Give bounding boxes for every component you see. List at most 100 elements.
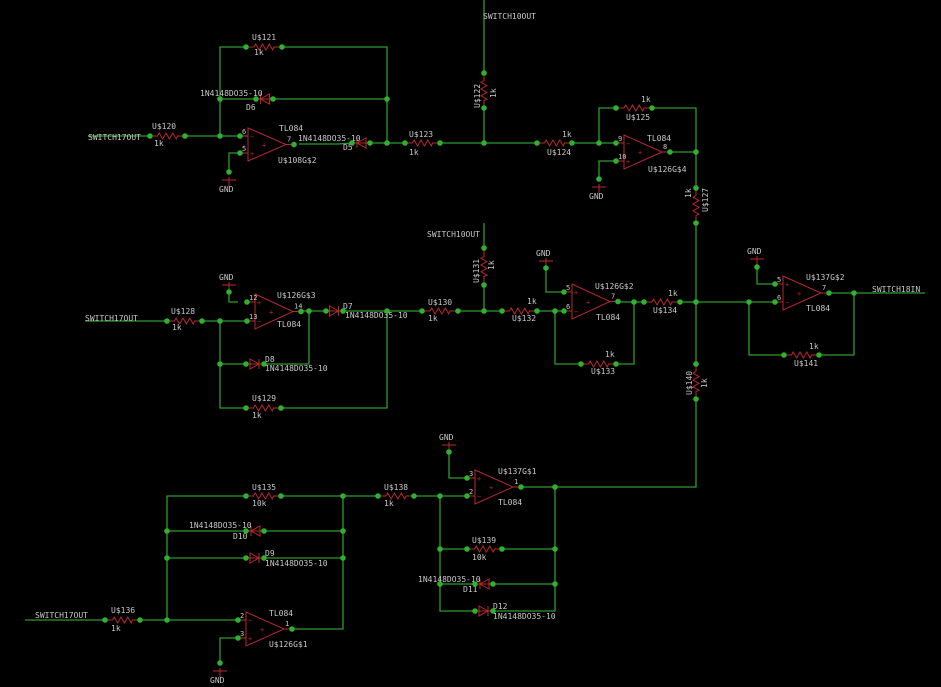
resistor-r135[interactable]	[246, 491, 281, 501]
resistor-value: 1k	[668, 289, 678, 298]
junction-dot	[596, 140, 602, 146]
diode-d10[interactable]	[246, 525, 264, 537]
junction-dot	[437, 493, 443, 499]
resistor-symbol	[537, 138, 572, 148]
resistor-value: 1k	[809, 342, 819, 351]
junction-dot	[455, 308, 461, 314]
wire[interactable]	[264, 311, 310, 365]
resistor-r140[interactable]	[691, 364, 701, 399]
resistor-name: U$138	[384, 483, 408, 492]
wire[interactable]	[652, 107, 697, 152]
opamp-name: U$137G$1	[498, 467, 537, 476]
diode-name: D7	[343, 302, 353, 311]
wire[interactable]	[282, 46, 388, 143]
plus-sign: +	[477, 475, 481, 483]
opamp-part: TL084	[279, 124, 303, 133]
resistor-r121[interactable]	[246, 42, 282, 52]
diode-d5[interactable]	[352, 137, 370, 149]
wire[interactable]	[219, 321, 246, 365]
junction-dot	[693, 299, 699, 305]
pin-number: 1	[285, 620, 289, 628]
wire[interactable]	[439, 584, 475, 612]
diode-part: 1N4148DO35-10	[265, 364, 328, 373]
diode-d12[interactable]	[475, 605, 493, 617]
junction-dot	[217, 133, 223, 139]
wire[interactable]	[493, 487, 556, 612]
wire[interactable]	[439, 496, 467, 550]
resistor-name: U$123	[409, 130, 433, 139]
resistor-r141[interactable]	[784, 350, 819, 360]
opamp-u126g4[interactable]: −++	[616, 134, 670, 170]
resistor-r122[interactable]	[479, 73, 489, 108]
resistor-r139[interactable]	[467, 544, 502, 554]
resistor-r127[interactable]	[691, 188, 701, 223]
resistor-r132[interactable]	[502, 306, 537, 316]
pin-number: 6	[777, 294, 781, 302]
wire[interactable]	[292, 496, 344, 630]
wire[interactable]	[756, 267, 775, 285]
resistor-r131[interactable]	[479, 248, 489, 285]
opamp-u126g1[interactable]: −++	[238, 611, 292, 647]
opamp-u126g3[interactable]: +−+	[247, 293, 301, 330]
resistor-name: U$134	[653, 306, 677, 315]
diode-d8[interactable]	[246, 358, 264, 370]
wire[interactable]	[598, 160, 616, 179]
wire[interactable]	[554, 311, 581, 365]
junction-dot	[349, 140, 355, 146]
plus-sign: +	[574, 289, 578, 297]
wire[interactable]	[228, 292, 238, 303]
junction-dot	[499, 546, 505, 552]
junction-dot	[754, 264, 760, 270]
junction-dot	[472, 581, 478, 587]
junction-dot	[278, 405, 284, 411]
junction-dot	[693, 396, 699, 402]
pin-number: 6	[566, 303, 570, 311]
wire[interactable]	[219, 364, 246, 409]
junction-dot	[226, 169, 232, 175]
wire[interactable]	[545, 268, 564, 293]
wire[interactable]	[219, 46, 246, 136]
junction-dot	[578, 361, 584, 367]
wire[interactable]	[555, 399, 697, 488]
pin-number: 5	[242, 145, 246, 153]
junction-dot	[217, 318, 223, 324]
junction-dot	[552, 308, 558, 314]
wire[interactable]	[819, 293, 855, 356]
diode-part: 1N4148DO35-10	[200, 89, 263, 98]
wire[interactable]	[598, 107, 616, 143]
resistor-r136[interactable]	[105, 615, 140, 625]
resistor-r120[interactable]	[150, 131, 185, 141]
resistor-r138[interactable]	[378, 491, 414, 501]
junction-dot	[243, 405, 249, 411]
wire[interactable]	[616, 302, 635, 365]
junction-dot	[279, 44, 285, 50]
resistor-r123[interactable]	[405, 138, 440, 148]
pin-number: 6	[242, 128, 246, 136]
resistor-r129[interactable]	[246, 403, 281, 413]
wire[interactable]	[228, 152, 240, 172]
wire[interactable]	[219, 637, 238, 663]
wire[interactable]	[166, 495, 246, 620]
resistor-r128[interactable]	[167, 316, 202, 326]
resistor-r124[interactable]	[537, 138, 572, 148]
plus-center: +	[269, 309, 273, 317]
opamp-part: TL084	[498, 498, 522, 507]
diode-d9[interactable]	[246, 552, 264, 564]
resistor-r130[interactable]	[422, 306, 458, 316]
diode-d7[interactable]	[326, 305, 343, 317]
resistor-r133[interactable]	[581, 359, 616, 369]
net-label-switch17out_1: SWITCH17OUT	[88, 133, 141, 142]
wire[interactable]	[748, 302, 784, 356]
diode-d11[interactable]	[475, 578, 493, 590]
resistor-symbol	[616, 103, 652, 113]
wire[interactable]	[281, 311, 388, 409]
diode-name: D10	[233, 532, 248, 541]
junction-dot	[490, 608, 496, 614]
resistor-r134[interactable]	[644, 297, 680, 307]
junction-dot	[147, 133, 153, 139]
diode-name: D9	[265, 549, 275, 558]
resistor-r125[interactable]	[616, 103, 652, 113]
diode-d6[interactable]	[256, 93, 273, 105]
gnd-symbol	[213, 668, 227, 677]
wire[interactable]	[448, 452, 467, 479]
